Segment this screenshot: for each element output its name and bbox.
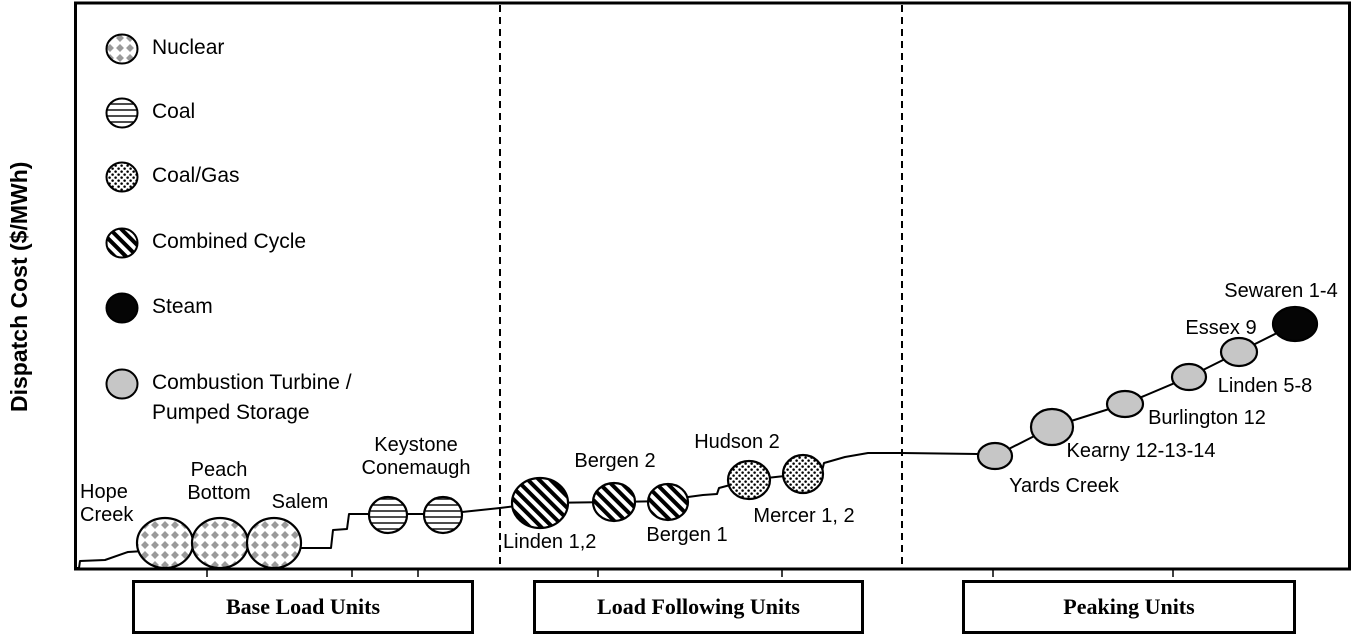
unit-circle-linden-1-2 bbox=[510, 476, 570, 530]
unit-circle-kearny-12-13-14 bbox=[1029, 407, 1075, 447]
unit-circle-conemaugh bbox=[422, 495, 464, 535]
unit-circle-peach-bottom bbox=[190, 516, 250, 570]
unit-circle-hudson-2 bbox=[726, 459, 772, 501]
unit-circle-hope-creek bbox=[135, 516, 195, 570]
unit-circle-salem bbox=[245, 516, 303, 570]
unit-circle-linden-5-8 bbox=[1170, 362, 1208, 392]
unit-circle-essex-9 bbox=[1219, 336, 1259, 368]
unit-circle-bergen-2 bbox=[591, 481, 637, 523]
unit-circle-mercer-1-2 bbox=[781, 453, 825, 495]
y-axis-label: Dispatch Cost ($/MWh) bbox=[6, 161, 32, 412]
unit-circle-keystone bbox=[367, 495, 409, 535]
unit-circle-burlington-12 bbox=[1105, 389, 1145, 419]
unit-circle-yards-creek bbox=[976, 441, 1014, 471]
plot-border bbox=[74, 1, 1351, 571]
unit-circle-sewaren-1-4 bbox=[1271, 305, 1319, 343]
unit-circle-bergen-1 bbox=[646, 482, 690, 522]
